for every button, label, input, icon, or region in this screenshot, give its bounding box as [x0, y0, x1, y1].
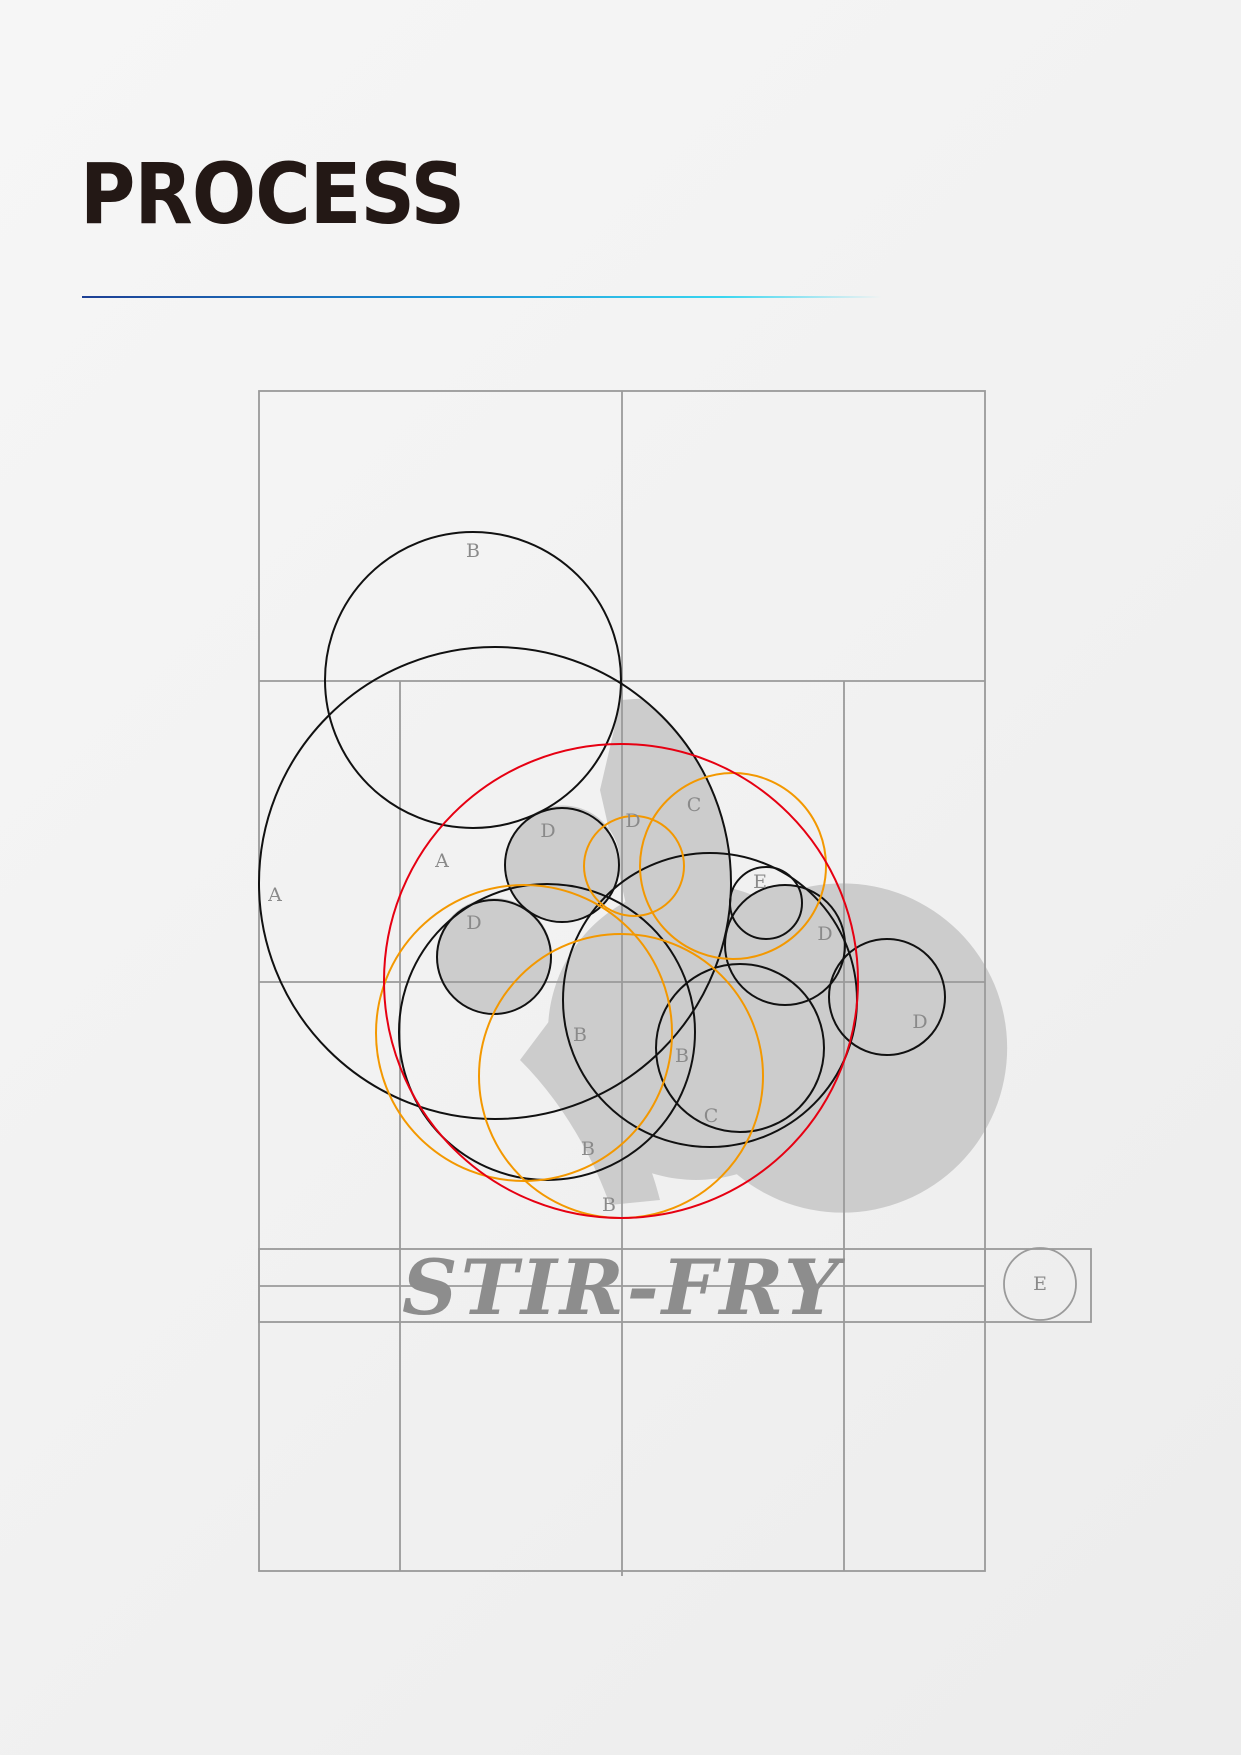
label-b-1: B [573, 1024, 587, 1046]
label-d-4: D [817, 923, 832, 945]
label-b-2: B [675, 1045, 689, 1067]
label-c-1: C [687, 794, 702, 816]
label-b-top: B [466, 540, 480, 562]
label-d-1: D [540, 820, 555, 842]
circle-d-1 [504, 807, 620, 923]
label-c-2: C [704, 1105, 719, 1127]
circle-d-right [724, 884, 846, 1006]
label-a-outer: A [267, 884, 282, 906]
circle-b-top [324, 531, 622, 829]
circle-e-small [729, 866, 803, 940]
circle-d-top [583, 815, 685, 917]
label-a-inner: A [434, 850, 449, 872]
label-b-4: B [602, 1194, 616, 1216]
orange-circles [375, 772, 827, 1219]
page-title: PROCESS [80, 145, 465, 243]
label-e-2: E [1033, 1273, 1047, 1295]
wordmark: STIR-FRY [402, 1243, 846, 1332]
label-b-3: B [581, 1138, 595, 1160]
label-e-1: E [753, 871, 767, 893]
label-d-3: D [625, 810, 640, 832]
layout-grid [258, 390, 1092, 1576]
circle-labels: B A A D D D C E D D B B C B B E [267, 540, 1047, 1295]
circle-c-lower [655, 963, 825, 1133]
label-d-2: D [466, 912, 481, 934]
circle-red-main [383, 743, 859, 1219]
construction-circles [258, 531, 946, 1181]
label-d-5: D [912, 1011, 927, 1033]
circle-a-outer [258, 646, 732, 1120]
circle-d-far [828, 938, 946, 1056]
circle-e-wordmark [1003, 1247, 1077, 1321]
title-divider [82, 296, 882, 298]
